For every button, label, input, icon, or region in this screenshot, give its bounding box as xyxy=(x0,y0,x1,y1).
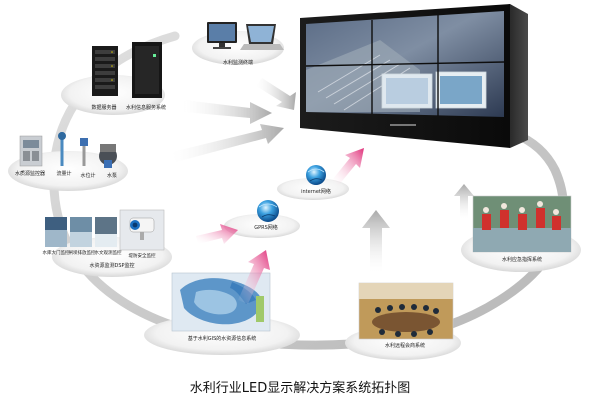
grey-flow-arrows xyxy=(172,78,474,272)
network-globe-icons xyxy=(257,165,326,222)
label-water-quality: 水质源监控器 xyxy=(14,171,46,177)
label-video-3: 水文观测监控 xyxy=(94,251,122,256)
label-data-server: 数据服务器 xyxy=(91,105,117,111)
label-terminal: 水利监测终端 xyxy=(222,60,254,66)
label-water-level: 水位计 xyxy=(80,173,96,179)
conference-photo xyxy=(358,282,454,340)
label-gprs: GPRS网络 xyxy=(254,225,278,231)
terminal-devices xyxy=(207,22,284,50)
label-flow-meter: 流量计 xyxy=(56,171,72,177)
water-instruments xyxy=(19,132,117,168)
label-pump: 水泵 xyxy=(106,173,118,179)
label-video-1: 水库大门监控 xyxy=(42,251,70,256)
label-info-server: 水利信息服务系统 xyxy=(125,105,167,111)
server-racks xyxy=(92,42,162,98)
label-emergency: 水利应急指挥系统 xyxy=(501,257,543,263)
label-conference: 水利远程会商系统 xyxy=(384,343,426,349)
emergency-photo xyxy=(472,195,572,253)
led-video-wall xyxy=(300,4,528,148)
label-video-4: 堤防安全监控 xyxy=(128,254,156,259)
label-gis: 基于水利GIS的水资源信息系统 xyxy=(187,336,257,342)
label-internet: internet网络 xyxy=(301,189,331,195)
diagram-caption: 水利行业LED显示解决方案系统拓扑图 xyxy=(189,381,411,396)
label-video-monitor: 水资源监测DSP监控 xyxy=(89,263,135,269)
pink-flow-arrows xyxy=(196,148,364,304)
video-surveillance xyxy=(45,209,165,251)
label-video-2: 闸坝排放监控 xyxy=(68,251,96,256)
